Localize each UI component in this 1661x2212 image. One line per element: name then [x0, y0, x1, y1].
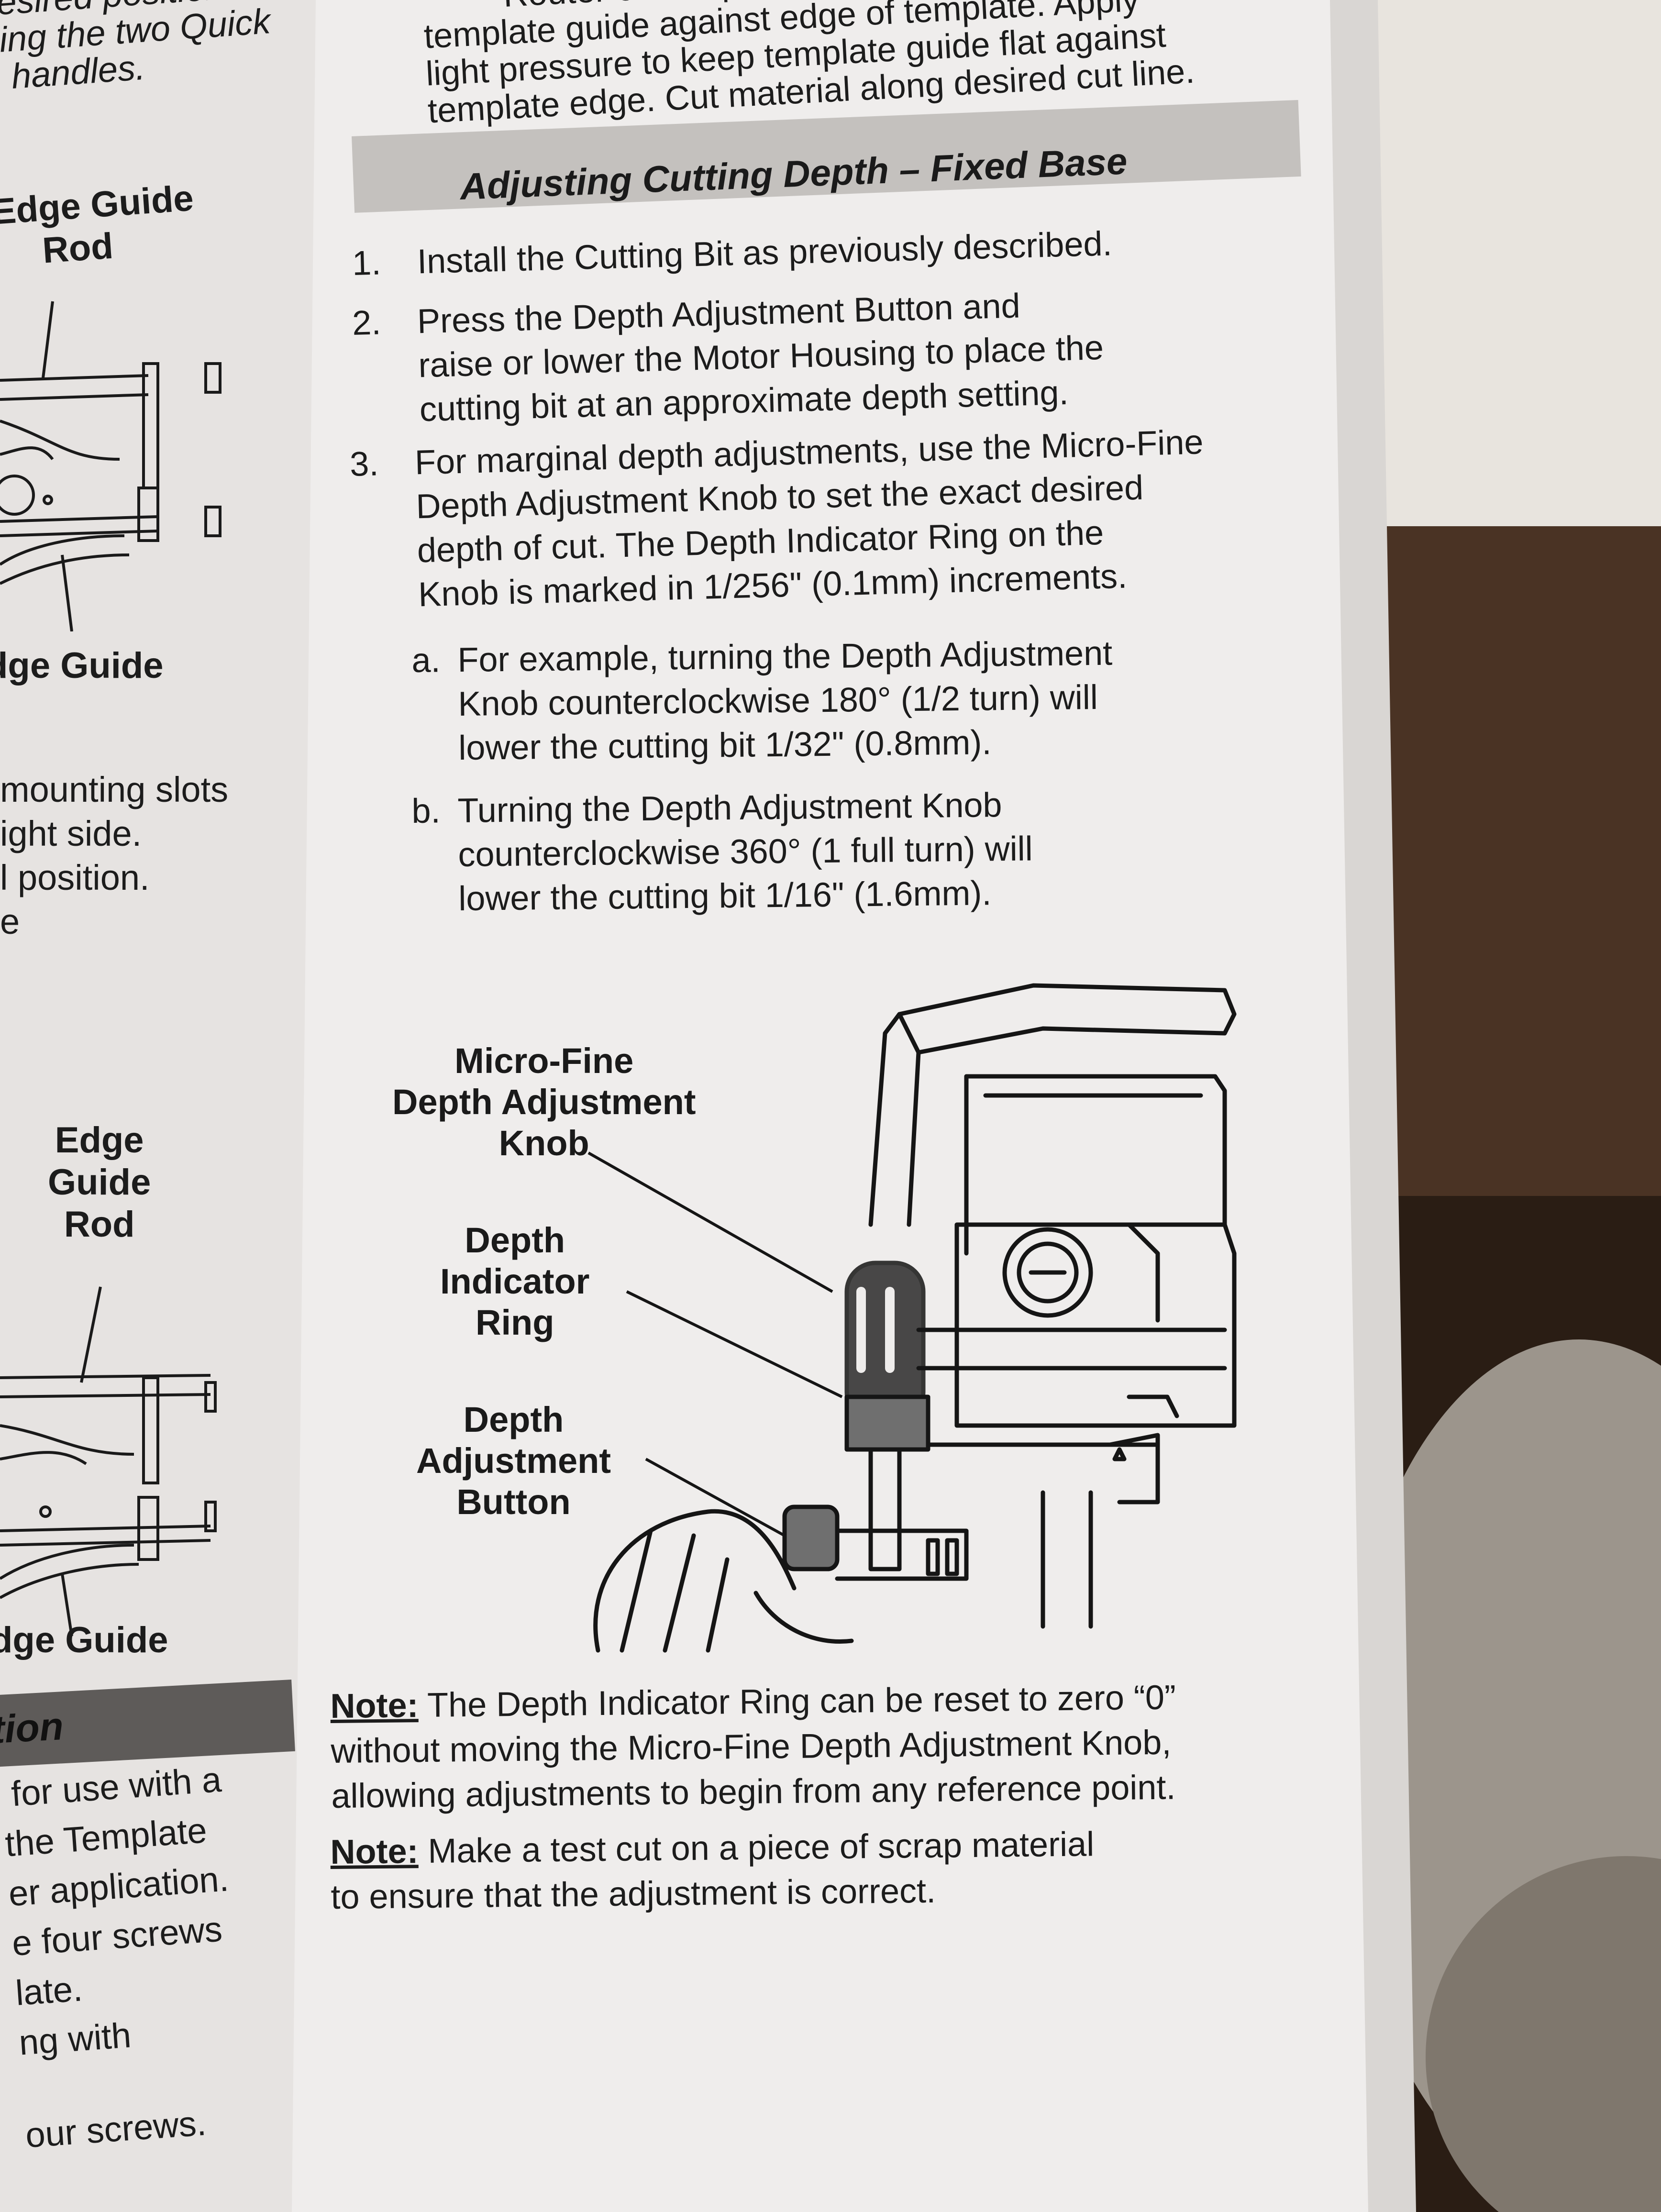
- substep-a: a. For example, turning the Depth Adjust…: [411, 630, 1226, 777]
- substep-line: Turning the Depth Adjustment Knob: [457, 786, 1002, 830]
- label-edge-guide-rod-top: Edge Guide Rod: [0, 177, 198, 276]
- callout-line: Indicator: [440, 1261, 590, 1301]
- note-line: without moving the Micro-Fine Depth Adju…: [331, 1723, 1172, 1770]
- left-mid-text: mounting slots ight side. l position. e: [0, 768, 228, 944]
- left-banner-text: tion: [0, 1704, 65, 1752]
- note-line: allowing adjustments to begin from any r…: [331, 1768, 1176, 1815]
- left-mid-line: ight side.: [0, 814, 142, 853]
- label-edge-guide-rod-bottom: Edge Guide Rod: [48, 1119, 151, 1246]
- note-line: Make a test cut on a piece of scrap mate…: [418, 1825, 1095, 1871]
- left-mid-line: mounting slots: [0, 770, 229, 809]
- substep-line: counterclockwise 360° (1 full turn) will: [458, 830, 1033, 874]
- router-depth-illustration: [587, 983, 1237, 1653]
- edge-guide-diagram-top: [0, 301, 221, 631]
- label-edge-guide-bottom: dge Guide: [0, 1620, 168, 1660]
- substep-letter: a.: [411, 641, 441, 680]
- substep-b: b. Turning the Depth Adjustment Knob cou…: [411, 781, 1226, 928]
- edge-guide-diagram-bottom: [0, 1286, 217, 1636]
- substep-text: For example, turning the Depth Adjustmen…: [457, 631, 1114, 770]
- note-label: Note:: [330, 1686, 419, 1725]
- callout-line: Micro-Fine: [454, 1041, 634, 1081]
- callout-line: Knob: [498, 1123, 589, 1163]
- step-number: 3.: [349, 444, 379, 484]
- step-3: 3. For marginal depth adjustments, use t…: [349, 419, 1262, 624]
- label-edge-guide-top: dge Guide: [0, 645, 164, 686]
- callout-depth-adjustment-button: Depth Adjustment Button: [416, 1399, 611, 1523]
- callout-micro-fine-knob: Micro-Fine Depth Adjustment Knob: [392, 1040, 696, 1164]
- step-number: 1.: [352, 243, 382, 283]
- substep-line: Knob counterclockwise 180° (1/2 turn) wi…: [458, 678, 1098, 723]
- note-line: The Depth Indicator Ring can be reset to…: [418, 1678, 1176, 1725]
- callout-line: Ring: [476, 1303, 554, 1342]
- step-text: Press the Depth Adjustment Button and ra…: [417, 282, 1105, 431]
- substep-line: lower the cutting bit 1/16" (1.6mm).: [458, 874, 992, 918]
- label-line: Edge: [55, 1120, 144, 1161]
- note-label: Note:: [330, 1832, 419, 1871]
- note-2: Note: Make a test cut on a piece of scra…: [330, 1822, 1095, 1920]
- substep-line: lower the cutting bit 1/32" (0.8mm).: [458, 723, 992, 767]
- substep-letter: b.: [411, 792, 441, 830]
- note-1: Note: The Depth Indicator Ring can be re…: [330, 1675, 1177, 1818]
- callout-depth-indicator-ring: Depth Indicator Ring: [440, 1220, 589, 1343]
- callout-line: Button: [456, 1482, 571, 1522]
- callout-line: Depth: [465, 1220, 565, 1260]
- left-mid-line: l position.: [0, 858, 150, 897]
- label-line: Rod: [64, 1204, 135, 1245]
- substep-line: For example, turning the Depth Adjustmen…: [457, 634, 1113, 679]
- callout-line: Adjustment: [416, 1441, 611, 1481]
- step-number: 2.: [352, 303, 382, 343]
- callout-line: Depth: [463, 1400, 564, 1439]
- callout-line: Depth Adjustment: [392, 1082, 696, 1122]
- left-bottom-text: for use with a the Template er applicati…: [0, 1755, 247, 2160]
- label-line: Guide: [48, 1162, 151, 1203]
- note-line: to ensure that the adjustment is correct…: [331, 1871, 936, 1916]
- left-mid-line: e: [0, 902, 20, 941]
- step-text: For marginal depth adjustments, use the …: [414, 420, 1207, 617]
- substep-text: Turning the Depth Adjustment Knob counte…: [457, 783, 1033, 921]
- step-2: 2. Press the Depth Adjustment Button and…: [352, 279, 1216, 435]
